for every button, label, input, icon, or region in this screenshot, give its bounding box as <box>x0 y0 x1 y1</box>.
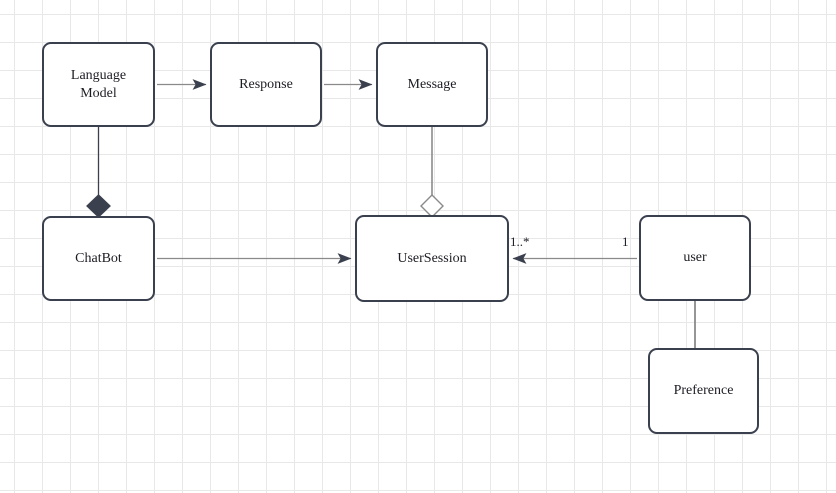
node-language-model[interactable]: Language Model <box>42 42 155 127</box>
node-user[interactable]: user <box>639 215 751 301</box>
hollow-diamond-marker <box>420 194 444 218</box>
node-preference[interactable]: Preference <box>648 348 759 434</box>
edge-message-to-usersession <box>420 127 444 218</box>
node-chatbot[interactable]: ChatBot <box>42 216 155 301</box>
node-usersession-label: UserSession <box>397 250 467 266</box>
node-message[interactable]: Message <box>376 42 488 127</box>
node-usersession[interactable]: UserSession <box>355 215 509 302</box>
node-user-label: user <box>683 250 707 266</box>
node-message-label: Message <box>407 76 457 92</box>
multiplicity-label-usersession: 1..* <box>510 234 530 249</box>
node-chatbot-label: ChatBot <box>75 250 122 266</box>
edge-language-model-to-chatbot <box>86 127 111 218</box>
multiplicity-label-user: 1 <box>622 234 629 249</box>
node-preference-label: Preference <box>673 383 734 399</box>
node-language-model-label: Language Model <box>70 67 127 101</box>
node-response-label: Response <box>239 76 293 92</box>
node-response[interactable]: Response <box>210 42 322 127</box>
filled-diamond-marker <box>86 194 111 218</box>
